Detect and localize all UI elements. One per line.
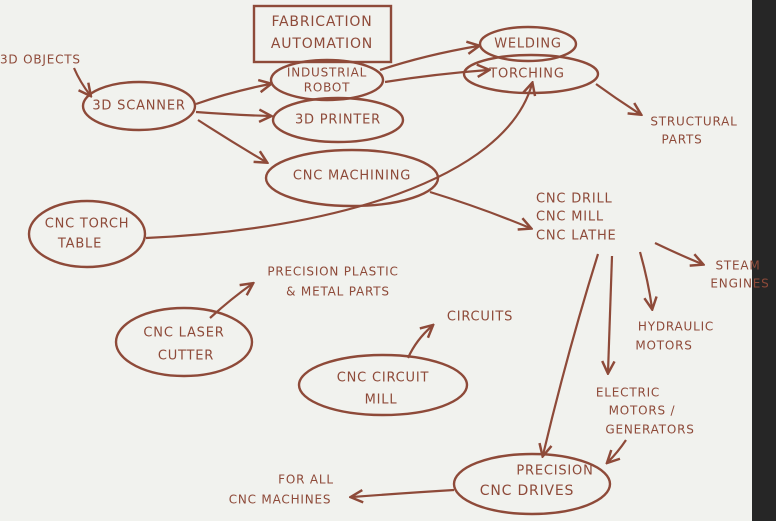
edge-laser-to-precision-parts bbox=[209, 284, 252, 319]
node-industrial-robot: INDUSTRIAL ROBOT bbox=[269, 58, 385, 102]
structural-parts-line1: STRUCTURAL bbox=[650, 115, 737, 129]
node-fabrication-automation: FABRICATION AUTOMATION bbox=[252, 4, 393, 64]
edge-tools-to-steam bbox=[654, 242, 702, 264]
cnc-lathe-label: CNC LATHE bbox=[536, 229, 617, 244]
edge-tools-to-drives bbox=[543, 253, 600, 455]
edge-torching-to-structural bbox=[595, 83, 640, 114]
edge-robot-to-torching bbox=[384, 70, 488, 84]
node-cnc-laser-cutter: CNC LASER CUTTER bbox=[114, 306, 254, 378]
3d-printer-label: 3D PRINTER bbox=[295, 113, 381, 128]
industrial-robot-outline bbox=[269, 58, 385, 102]
edge-robot-to-welding bbox=[379, 46, 478, 72]
node-cnc-torch-table: CNC TORCH TABLE bbox=[27, 199, 147, 269]
node-electric-motors: ELECTRIC MOTORS / GENERATORS bbox=[596, 386, 694, 437]
precision-cnc-drives-line2: CNC DRIVES bbox=[480, 483, 574, 499]
edges bbox=[72, 46, 702, 497]
for-all-cnc-machines-line2: CNC MACHINES bbox=[229, 493, 332, 507]
fabrication-automation-box bbox=[252, 4, 393, 64]
electric-motors-line2: MOTORS / bbox=[609, 404, 676, 418]
node-torching: TORCHING bbox=[462, 53, 600, 95]
edge-electric-to-drives bbox=[608, 439, 627, 462]
edge-scanner-to-machining bbox=[197, 119, 266, 162]
node-cnc-tools: CNC DRILL CNC MILL CNC LATHE bbox=[536, 192, 617, 244]
node-3d-printer: 3D PRINTER bbox=[271, 96, 405, 144]
electric-motors-line1: ELECTRIC bbox=[596, 386, 660, 400]
edge-objects-to-scanner bbox=[72, 67, 90, 95]
cnc-laser-cutter-outline bbox=[114, 306, 254, 378]
hydraulic-motors-line1: HYDRAULIC bbox=[638, 320, 714, 334]
torching-outline bbox=[462, 53, 600, 95]
industrial-robot-line1: INDUSTRIAL bbox=[287, 66, 367, 80]
node-cnc-machining: CNC MACHINING bbox=[264, 148, 440, 208]
cnc-circuit-mill-outline bbox=[297, 353, 469, 417]
edge-machining-to-tools bbox=[429, 190, 530, 228]
node-circuits: CIRCUITS bbox=[447, 310, 513, 325]
node-welding: WELDING bbox=[478, 25, 578, 63]
node-3d-scanner: 3D SCANNER bbox=[81, 80, 197, 132]
fabrication-automation-line2: AUTOMATION bbox=[271, 36, 373, 52]
cnc-mill-label: CNC MILL bbox=[536, 210, 604, 225]
industrial-robot-line2: ROBOT bbox=[304, 81, 351, 95]
3d-objects-label: 3D OBJECTS bbox=[0, 53, 81, 67]
steam-engines-line1: STEAM bbox=[715, 259, 760, 273]
3d-printer-outline bbox=[271, 96, 405, 144]
node-3d-objects: 3D OBJECTS bbox=[0, 53, 81, 67]
circuits-label: CIRCUITS bbox=[447, 310, 513, 325]
edge-drives-to-all-machines bbox=[352, 488, 455, 497]
cnc-torch-table-outline bbox=[27, 199, 147, 269]
cnc-circuit-mill-line1: CNC CIRCUIT bbox=[337, 371, 429, 386]
cnc-drill-label: CNC DRILL bbox=[536, 192, 613, 207]
node-steam-engines: STEAM ENGINES bbox=[710, 259, 769, 291]
precision-cnc-drives-line1: PRECISION bbox=[516, 464, 593, 479]
welding-label: WELDING bbox=[494, 37, 562, 52]
node-precision-parts: PRECISION PLASTIC & METAL PARTS bbox=[267, 265, 398, 299]
edge-torch-table-to-torching bbox=[145, 84, 532, 240]
torching-label: TORCHING bbox=[488, 67, 564, 82]
edge-scanner-to-printer bbox=[195, 112, 270, 116]
precision-parts-line1: PRECISION PLASTIC bbox=[267, 265, 398, 279]
whiteboard-surface bbox=[0, 0, 760, 521]
electric-motors-line3: GENERATORS bbox=[605, 423, 694, 437]
welding-outline bbox=[478, 25, 578, 63]
node-hydraulic-motors: HYDRAULIC MOTORS bbox=[635, 320, 714, 353]
edge-scanner-to-robot bbox=[195, 84, 270, 106]
fabrication-automation-line1: FABRICATION bbox=[271, 14, 372, 30]
precision-parts-line2: & METAL PARTS bbox=[286, 285, 390, 299]
node-precision-cnc-drives: PRECISION CNC DRIVES bbox=[452, 452, 612, 516]
board-frame-edge bbox=[752, 0, 776, 521]
cnc-machining-label: CNC MACHINING bbox=[293, 169, 411, 184]
node-structural-parts: STRUCTURAL PARTS bbox=[650, 115, 737, 147]
3d-scanner-label: 3D SCANNER bbox=[92, 99, 185, 114]
cnc-circuit-mill-line2: MILL bbox=[365, 393, 398, 408]
cnc-torch-table-line1: CNC TORCH bbox=[45, 217, 130, 232]
edge-tools-to-hydraulic bbox=[638, 251, 652, 308]
cnc-laser-cutter-line2: CUTTER bbox=[158, 349, 214, 364]
node-for-all-cnc-machines: FOR ALL CNC MACHINES bbox=[229, 473, 334, 507]
hydraulic-motors-line2: MOTORS bbox=[635, 339, 692, 353]
edge-tools-to-electric bbox=[608, 255, 612, 372]
3d-scanner-outline bbox=[81, 80, 197, 132]
edge-circuit-mill-to-circuits bbox=[406, 326, 432, 359]
node-cnc-circuit-mill: CNC CIRCUIT MILL bbox=[297, 353, 469, 417]
cnc-torch-table-line2: TABLE bbox=[57, 237, 102, 252]
structural-parts-line2: PARTS bbox=[661, 133, 702, 147]
for-all-cnc-machines-line1: FOR ALL bbox=[278, 473, 334, 487]
steam-engines-line2: ENGINES bbox=[710, 277, 769, 291]
precision-cnc-drives-outline bbox=[452, 452, 612, 516]
cnc-laser-cutter-line1: CNC LASER bbox=[143, 326, 224, 341]
cnc-machining-outline bbox=[264, 148, 440, 208]
